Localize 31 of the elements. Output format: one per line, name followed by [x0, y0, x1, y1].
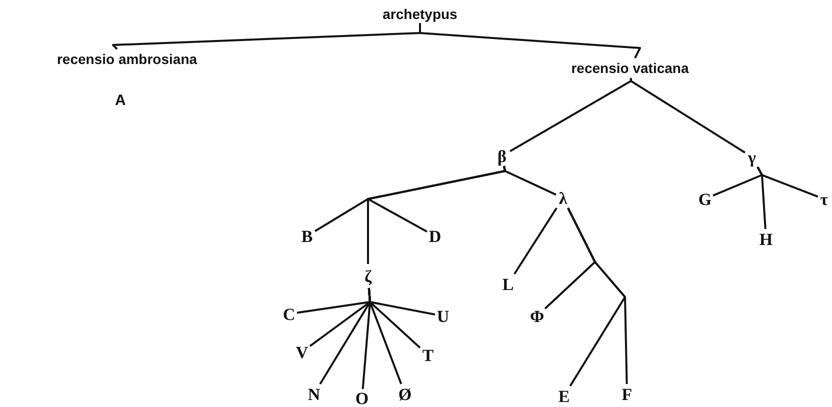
manuscript-siglum: ζ [361, 264, 375, 288]
manuscript-siglum: L [501, 274, 515, 294]
manuscript-siglum: G [697, 189, 713, 209]
stemma-line [419, 23, 641, 58]
manuscript-siglum: B [299, 226, 315, 246]
stemma-line [514, 207, 558, 275]
manuscript-siglum: N [305, 384, 323, 404]
manuscript-siglum: T [420, 345, 436, 365]
stemma-line [503, 166, 556, 196]
manuscript-siglum: E [556, 386, 572, 406]
manuscript-siglum: λ [556, 188, 570, 208]
manuscript-siglum: V [294, 342, 310, 362]
recension-label: archetypus [375, 5, 465, 23]
stemma-line [630, 78, 746, 154]
stemma-line [368, 288, 402, 384]
manuscript-siglum: γ [745, 147, 759, 167]
manuscript-siglum: D [427, 226, 443, 246]
manuscript-siglum: U [435, 306, 451, 326]
manuscript-siglum: A [115, 92, 126, 109]
manuscript-siglum: τ [818, 189, 830, 209]
recension-label: recensio ambrosiana [32, 49, 222, 69]
manuscript-siglum: Ø [397, 384, 413, 404]
recension-label: recensio vaticana [555, 58, 705, 78]
manuscript-siglum: O [354, 389, 370, 407]
manuscript-siglum: C [281, 304, 297, 324]
manuscript-siglum: β [494, 146, 510, 166]
manuscript-siglum: Φ [529, 306, 545, 326]
stemma-line [510, 78, 632, 152]
manuscript-siglum: F [620, 384, 634, 404]
stemma-line [756, 166, 818, 198]
manuscript-siglum: H [758, 229, 774, 249]
